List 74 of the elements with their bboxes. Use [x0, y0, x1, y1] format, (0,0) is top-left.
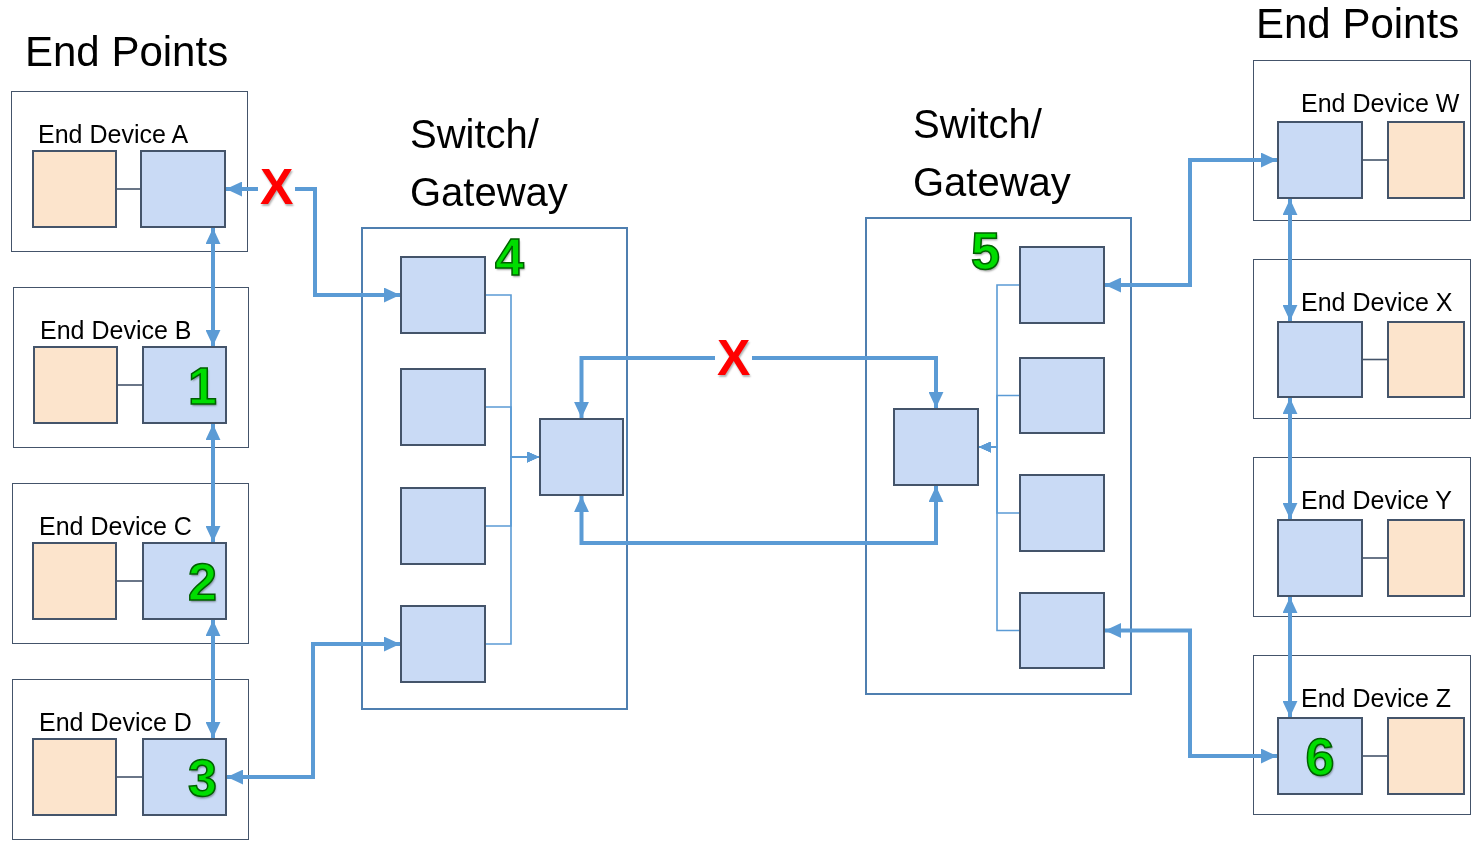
port-box [142, 346, 227, 424]
device-title: End Device X [1301, 287, 1453, 317]
port-number: 6 [1304, 729, 1336, 785]
host-box [1387, 717, 1465, 795]
port-box [1277, 519, 1363, 597]
section-heading: End Points [1256, 0, 1460, 48]
end-device-box [12, 483, 249, 644]
arrow [1105, 152, 1277, 293]
port-box [400, 368, 486, 446]
host-box [1387, 121, 1465, 199]
arrow [226, 181, 400, 303]
end-device-box [1253, 655, 1471, 815]
arrow [205, 228, 221, 346]
gateway-title: Switch/ Gateway [913, 101, 1072, 206]
port-number: 3 [188, 750, 217, 806]
host-box [1387, 519, 1465, 597]
port-box [1019, 246, 1105, 324]
connector-line [117, 384, 143, 386]
arrow [978, 441, 1020, 632]
arrow [227, 636, 400, 785]
end-device-box [1253, 60, 1471, 221]
port-box [142, 542, 227, 620]
device-title: End Device W [1301, 88, 1460, 118]
device-title: End Device Z [1301, 683, 1452, 713]
port-box [1277, 321, 1363, 398]
arrow [1282, 398, 1298, 519]
gateway-number: 5 [971, 223, 1000, 279]
connector-line [1362, 557, 1388, 559]
port-box [1019, 357, 1105, 434]
host-box [32, 150, 117, 228]
end-device-box [1253, 259, 1471, 419]
arrow [1282, 597, 1298, 717]
port-box [142, 738, 227, 816]
host-box [32, 542, 117, 620]
port-box [140, 150, 226, 228]
end-device-box [1253, 457, 1471, 617]
arrow [485, 451, 540, 645]
switch-core-box [539, 418, 624, 496]
arrow [574, 486, 944, 545]
port-box [1277, 717, 1363, 795]
port-number: 1 [188, 358, 217, 414]
port-box [400, 605, 486, 683]
section-heading: End Points [25, 28, 229, 76]
port-box [400, 487, 486, 565]
arrow [205, 620, 221, 738]
end-device-box [11, 91, 248, 252]
connector-line [1362, 755, 1388, 757]
end-device-box [13, 287, 249, 448]
arrow [1105, 623, 1277, 764]
end-device-box [12, 679, 249, 840]
host-box [33, 346, 118, 424]
host-box [1387, 321, 1465, 398]
port-box [1019, 592, 1105, 669]
gateway-title: Switch/ Gateway [410, 111, 569, 216]
connector-line [1362, 159, 1388, 161]
port-number: 2 [188, 554, 217, 610]
connector-line [116, 580, 143, 582]
arrow [205, 424, 221, 542]
device-title: End Device C [39, 511, 192, 541]
switch-core-box [893, 408, 979, 486]
device-title: End Device B [40, 315, 192, 345]
arrow [574, 356, 944, 418]
device-title: End Device D [39, 707, 192, 737]
port-box [1019, 474, 1105, 552]
port-box [400, 256, 486, 334]
host-box [32, 738, 117, 816]
device-title: End Device A [38, 119, 189, 149]
connector-line [116, 188, 141, 190]
port-box [1277, 121, 1363, 199]
device-title: End Device Y [1301, 485, 1452, 515]
connector-line [116, 776, 143, 778]
connector-line [1362, 358, 1388, 361]
gateway-number: 4 [495, 229, 524, 285]
arrow [1282, 199, 1298, 321]
